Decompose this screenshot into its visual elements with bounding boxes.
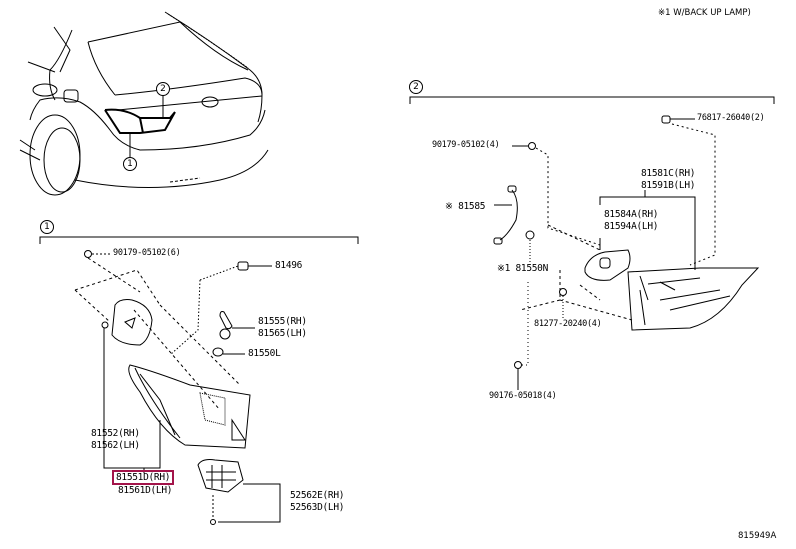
group1-illustration [74, 250, 281, 525]
part-81550n[interactable]: ※1 81550N [497, 263, 549, 274]
car-rear-illustration [19, 11, 269, 196]
part-76817-26040[interactable]: 76817-26040(2) [697, 113, 765, 123]
part-81496[interactable]: 81496 [275, 260, 303, 271]
part-90179-05102-6[interactable]: 90179-05102(6) [113, 248, 181, 258]
part-90179-05102-4[interactable]: 90179-05102(4) [432, 140, 500, 150]
part-81562[interactable]: 81562(LH) [91, 440, 140, 451]
part-81561d[interactable]: 81561D(LH) [118, 485, 173, 496]
callout-1-group: 1 [40, 220, 54, 234]
part-81277-20240[interactable]: 81277-20240(4) [534, 319, 602, 329]
part-52563d[interactable]: 52563D(LH) [290, 502, 345, 513]
group2-illustration [493, 115, 760, 390]
callout-2-group: 2 [409, 80, 423, 94]
part-90176-05018[interactable]: 90176-05018(4) [489, 391, 557, 401]
group1-bracket [39, 236, 359, 244]
part-81594a[interactable]: 81594A(LH) [604, 221, 659, 232]
screw-icon [84, 250, 92, 258]
part-81565[interactable]: 81565(LH) [258, 328, 307, 339]
group2-bracket [409, 96, 775, 104]
part-81552[interactable]: 81552(RH) [91, 428, 140, 439]
part-81555[interactable]: 81555(RH) [258, 316, 307, 327]
callout-1-car[interactable]: 1 [123, 157, 137, 171]
callout-2-car[interactable]: 2 [156, 82, 170, 96]
backup-lamp-note: ※1 W/BACK UP LAMP) [658, 8, 751, 18]
part-81551d-highlighted[interactable]: 81551D(RH) [111, 470, 175, 485]
part-81581c[interactable]: 81581C(RH) [641, 168, 696, 179]
figure-code: 815949A [738, 531, 777, 541]
part-81585[interactable]: ※ 81585 [445, 201, 486, 212]
part-81591b[interactable]: 81591B(LH) [641, 180, 696, 191]
part-81550l[interactable]: 81550L [248, 348, 281, 359]
part-52562e[interactable]: 52562E(RH) [290, 490, 345, 501]
part-81584a[interactable]: 81584A(RH) [604, 209, 659, 220]
